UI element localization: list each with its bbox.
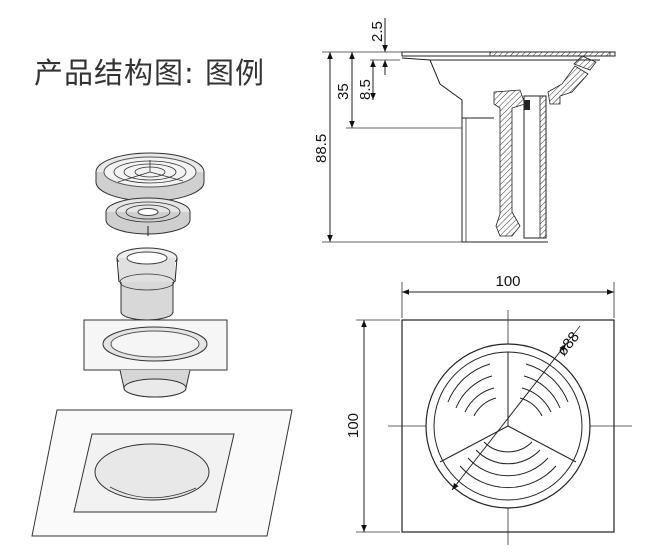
trap-core [105, 197, 191, 236]
plan-view: ø88 100 100 [345, 273, 632, 545]
grate-cover [95, 152, 205, 202]
drain-body [116, 247, 178, 321]
dim-flange-thickness: 2.5 [369, 21, 386, 42]
dim-width: 100 [495, 273, 520, 290]
dim-body-height: 35 [335, 83, 352, 100]
floor-base [31, 409, 293, 537]
exploded-view [31, 152, 293, 537]
page-title: 产品结构图: 图例 [34, 56, 265, 90]
dim-insert-offset: 8.5 [357, 79, 374, 100]
section-view: 2.5 35 8.5 88.5 [313, 18, 616, 243]
dim-height: 100 [345, 413, 362, 438]
dim-total-height: 88.5 [313, 134, 330, 163]
square-flange [83, 319, 228, 398]
